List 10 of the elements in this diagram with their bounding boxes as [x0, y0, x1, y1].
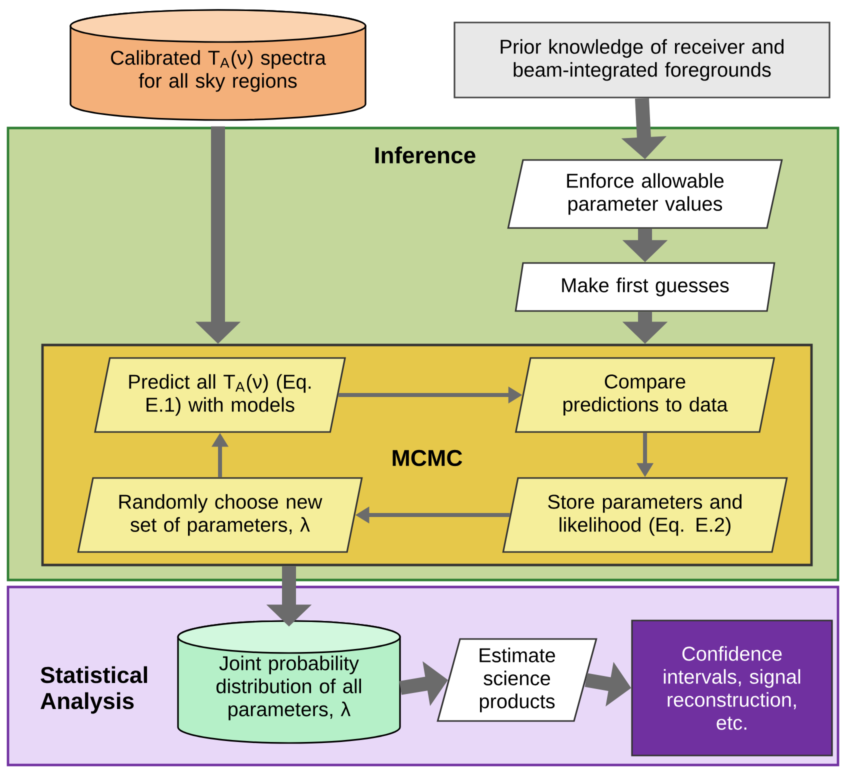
parallelogram-box: Estimate science products: [436, 638, 598, 722]
cylinder: Joint probability distribution of all parameters, λ: [177, 620, 401, 744]
parallelogram-box: Make first guesses: [514, 262, 776, 312]
parallelogram-box: Store parameters and likelihood (Eq. E.2): [502, 477, 788, 553]
process-box: Confidence intervals, signal reconstruction, etc.: [631, 620, 833, 756]
cylinder: Calibrated T$_{A}$(ν) spectra for all sky regions: [70, 9, 366, 121]
process-box: Prior knowledge of receiver and beam-integrated foregrounds: [454, 22, 830, 98]
parallelogram-box: Predict all T$_{A}$(ν) (Eq. E.1) with models: [94, 357, 346, 433]
parallelogram-box: Enforce allowable parameter values: [507, 159, 783, 229]
parallelogram-box: Randomly choose new set of parameters, λ: [77, 477, 363, 553]
